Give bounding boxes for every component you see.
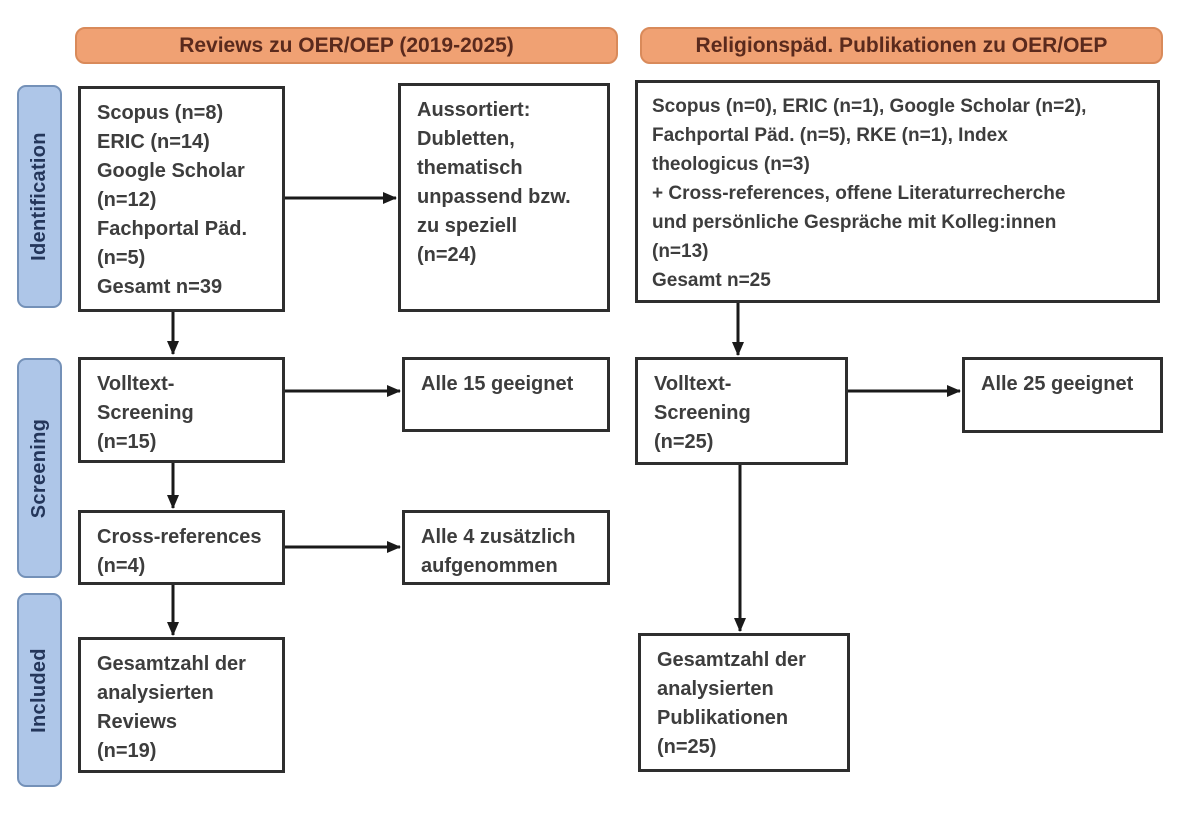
column-header-reviews: Reviews zu OER/OEP (2019-2025): [75, 27, 618, 64]
box-right-sources: Scopus (n=0), ERIC (n=1), Google Scholar…: [635, 80, 1160, 303]
stage-label-screening-text: Screening: [28, 418, 50, 518]
box-left-sources: Scopus (n=8) ERIC (n=14) Google Scholar …: [78, 86, 285, 312]
stage-label-included: Included: [17, 593, 62, 787]
box-left-included-total: Gesamtzahl der analysierten Reviews (n=1…: [78, 637, 285, 773]
box-right-included-total: Gesamtzahl der analysierten Publikatione…: [638, 633, 850, 772]
box-left-eligible: Alle 15 geeignet: [402, 357, 610, 432]
box-left-fulltext-screening: Volltext- Screening (n=15): [78, 357, 285, 463]
box-left-added: Alle 4 zusätzlich aufgenommen: [402, 510, 610, 585]
box-left-excluded: Aussortiert: Dubletten, thematisch unpas…: [398, 83, 610, 312]
column-header-religionspaed: Religionspäd. Publikationen zu OER/OEP: [640, 27, 1163, 64]
box-right-fulltext-screening: Volltext- Screening (n=25): [635, 357, 848, 465]
box-left-crossreferences: Cross-references (n=4): [78, 510, 285, 585]
stage-label-identification: Identification: [17, 85, 62, 308]
stage-label-identification-text: Identification: [28, 132, 50, 261]
box-right-eligible: Alle 25 geeignet: [962, 357, 1163, 433]
stage-label-included-text: Included: [28, 647, 51, 733]
stage-label-screening: Screening: [17, 358, 62, 578]
